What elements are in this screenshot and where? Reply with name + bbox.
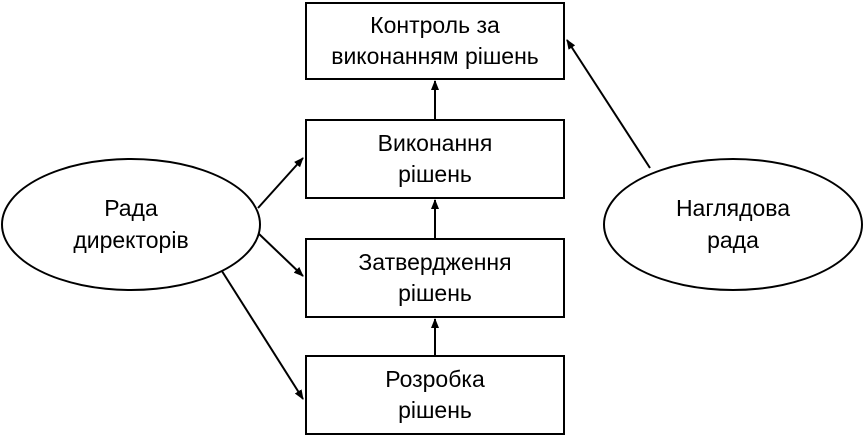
arrow-supervisory-to-control [566,39,651,169]
box-development-of-decisions: Розробка рішень [305,355,565,435]
box-execution-of-decisions: Виконання рішень [305,119,565,199]
arrow-board-to-approval [257,232,304,277]
ellipse-supervisory-board: Наглядова рада [603,158,863,291]
ellipse-board-of-directors: Рада директорів [1,158,261,291]
arrow-board-to-execution [257,157,304,209]
box-approval-of-decisions: Затвердження рішень [305,238,565,318]
arrow-board-to-development [219,267,304,400]
box-control-of-decisions: Контроль за виконанням рішень [305,2,565,80]
